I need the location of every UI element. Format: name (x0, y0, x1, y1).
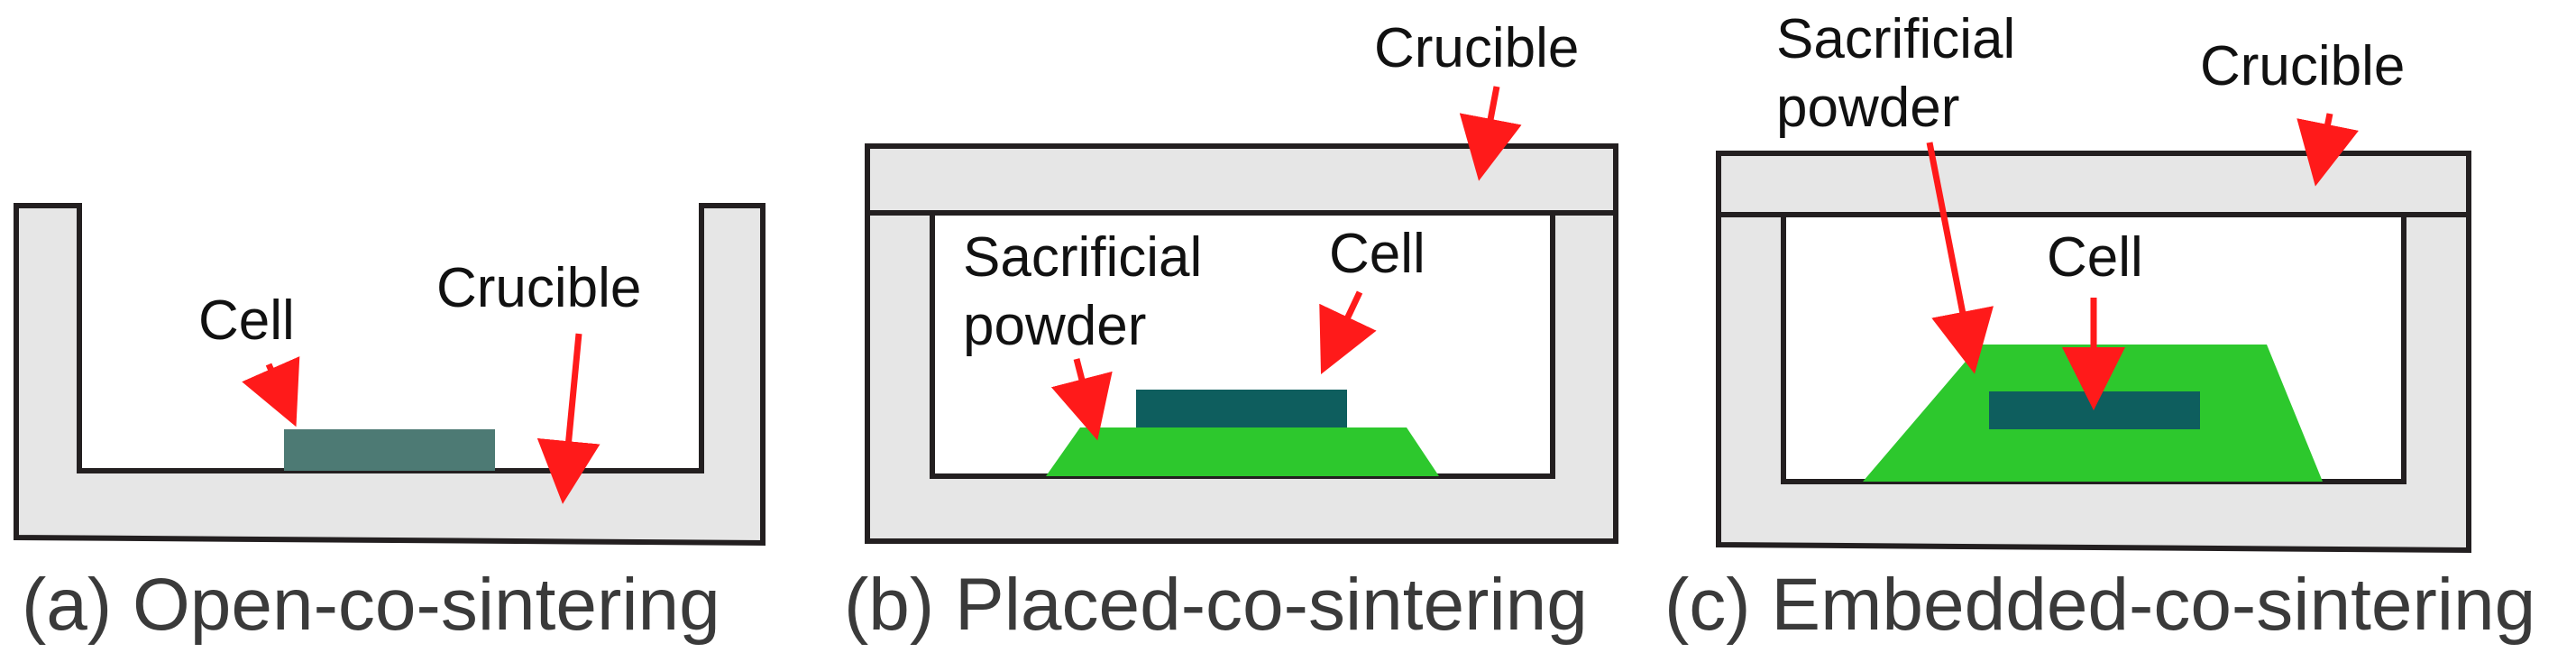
arrow-crucible-a (536, 333, 600, 504)
cell-a (284, 429, 495, 471)
label-powder-c-line1: Sacrificial (1776, 8, 2015, 70)
caption-c: (c) Embedded-co-sintering (1664, 564, 2535, 646)
label-crucible-b: Crucible (1374, 17, 1579, 79)
label-powder-b-line2: powder (963, 295, 1146, 357)
arrow-cell-a (242, 356, 300, 427)
arrow-crucible-b (1459, 86, 1522, 181)
panel-b: Crucible Cell Sacrificial powder (865, 17, 1618, 544)
label-powder-c-line2: powder (1776, 77, 1959, 139)
label-cell-a: Cell (198, 290, 295, 352)
cell-b (1136, 390, 1347, 427)
caption-a: (a) Open-co-sintering (22, 564, 720, 646)
powder-b (1046, 427, 1439, 476)
label-crucible-a: Crucible (436, 257, 641, 319)
crucible-lid-c (1716, 151, 2471, 217)
label-crucible-c: Crucible (2200, 35, 2405, 97)
label-cell-c: Cell (2047, 226, 2143, 289)
label-cell-b: Cell (1329, 223, 1426, 285)
arrow-crucible-c (2296, 113, 2359, 187)
panel-a: Cell Crucible (14, 203, 765, 547)
cell-c (1989, 391, 2200, 429)
arrow-powder-b (1050, 358, 1113, 441)
arrow-cell-b (1319, 290, 1377, 374)
crucible-lid-b (865, 143, 1618, 216)
panel-c: Crucible Cell Sacrificial powder (1716, 8, 2471, 554)
label-powder-b-line1: Sacrificial (963, 226, 1202, 289)
crucible-a (14, 203, 765, 547)
caption-b: (b) Placed-co-sintering (844, 564, 1588, 646)
arrow-powder-c (1926, 142, 1994, 374)
